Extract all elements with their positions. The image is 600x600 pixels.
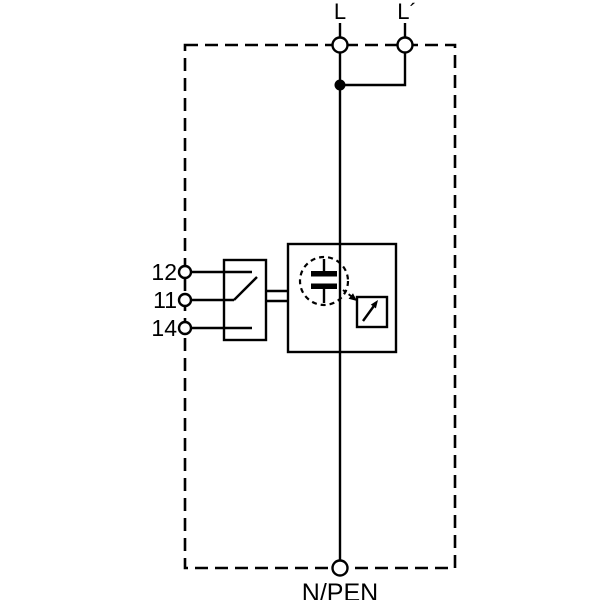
trigger-unit-box <box>355 295 389 329</box>
terminal-11 <box>177 292 193 308</box>
terminal-l <box>331 36 349 54</box>
terminal-n-pen <box>331 559 349 577</box>
label-14: 14 <box>151 315 177 341</box>
label-l: L <box>334 0 346 24</box>
label-l-prime: L´ <box>397 0 417 24</box>
label-12: 12 <box>151 259 177 285</box>
trigger-arrow <box>342 289 352 297</box>
l-prime-branch-wire <box>340 45 407 87</box>
spark-gap-indicator-circle <box>298 255 350 307</box>
changeover-contact-arm <box>233 276 258 301</box>
terminal-14 <box>177 320 193 336</box>
label-n-pen: N/PEN <box>302 579 378 600</box>
device-enclosure-outline <box>183 43 457 570</box>
terminal-l-prime <box>396 36 414 54</box>
terminal-12 <box>177 264 193 280</box>
label-11: 11 <box>153 287 177 313</box>
spark-gap-electrode-top <box>311 271 337 277</box>
surge-arrowhead-icon <box>370 300 378 309</box>
trigger-arrowhead-icon <box>348 293 357 301</box>
spark-gap-electrode-bottom <box>311 283 337 289</box>
spd-module-box <box>286 242 398 354</box>
junction-dot <box>334 79 346 91</box>
surge-arrow <box>362 305 375 322</box>
